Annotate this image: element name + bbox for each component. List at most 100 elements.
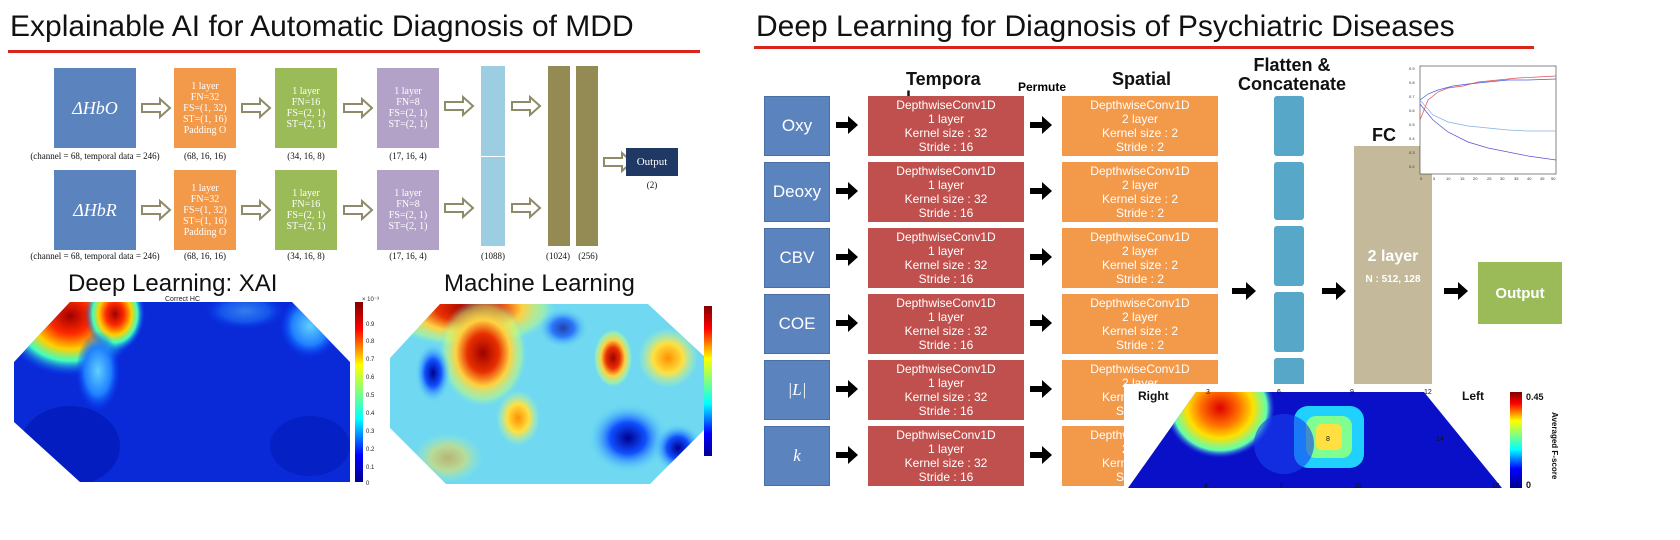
row-arrows (836, 182, 1052, 200)
row-arrows (836, 446, 1052, 464)
curve-val-acc (1419, 78, 1557, 101)
svg-text:0.7: 0.7 (1409, 94, 1415, 99)
layer2-caption: (34, 16, 8) (287, 151, 325, 161)
arrow-icon (241, 98, 271, 118)
xai-map-title: Correct HC (165, 296, 200, 303)
svg-text:15: 15 (1460, 176, 1465, 181)
output-caption: (2) (646, 180, 658, 190)
signal-input-block: Deoxy (764, 162, 830, 222)
svg-text:0.4: 0.4 (1409, 136, 1415, 141)
arrow-icon (1444, 282, 1468, 300)
svg-text:30: 30 (1500, 176, 1505, 181)
arrow-icon (836, 380, 858, 398)
permute-label: Permute (1018, 80, 1067, 94)
curve-train-loss (1419, 103, 1557, 161)
svg-text:20: 20 (1473, 176, 1478, 181)
fc-header: FC (1372, 125, 1396, 145)
fc1-caption: (1024) (546, 251, 570, 261)
arrow-icon (836, 248, 858, 266)
arrow-icon (141, 200, 171, 220)
svg-text:3: 3 (1206, 389, 1210, 396)
svg-text:0.3: 0.3 (1409, 150, 1415, 155)
svg-text:14: 14 (1436, 436, 1444, 443)
layer2-caption: (34, 16, 8) (287, 251, 325, 261)
flatten-segment (1274, 162, 1304, 220)
svg-text:0.8: 0.8 (1409, 80, 1415, 85)
svg-text:0.8: 0.8 (366, 339, 375, 345)
fc2-bar (576, 66, 598, 246)
arrow-icon (836, 116, 858, 134)
output-block: Output (626, 148, 678, 176)
arrow-icon (1030, 248, 1052, 266)
xai-scale-exp: × 10⁻³ (362, 297, 379, 303)
svg-text:0.5: 0.5 (366, 393, 375, 399)
svg-text:45: 45 (1540, 176, 1545, 181)
flatten-segment (1274, 226, 1304, 286)
svg-text:12: 12 (1424, 389, 1432, 396)
input-hbr-block: ΔHbR (54, 170, 136, 250)
curve-val-loss (1419, 99, 1556, 132)
arrow-icon (1030, 116, 1052, 134)
arrow-icon (241, 200, 271, 220)
input-hbo-block: ΔHbO (54, 68, 136, 148)
svg-text:4: 4 (1204, 483, 1208, 490)
svg-text:25: 25 (1487, 176, 1492, 181)
arrow-icon (836, 182, 858, 200)
flatten-header: Flatten & Concatenate (1238, 55, 1347, 94)
arrow-icon (444, 198, 474, 218)
arrow-icon (343, 200, 373, 220)
svg-text:0.1: 0.1 (366, 465, 375, 471)
layer3-caption: (17, 16, 4) (389, 151, 427, 161)
fscore-colorbar (1510, 392, 1522, 488)
svg-text:0.2: 0.2 (1409, 164, 1415, 169)
arrow-icon (1232, 282, 1256, 300)
xai-colorbar (355, 302, 363, 482)
svg-text:10: 10 (1446, 176, 1451, 181)
svg-text:6: 6 (1277, 389, 1281, 396)
ml-topomap (390, 304, 712, 484)
arrow-icon (1030, 380, 1052, 398)
svg-text:0.5: 0.5 (1409, 122, 1415, 127)
svg-text:9: 9 (1350, 389, 1354, 396)
input-caption: (channel = 68, temporal data = 246) (30, 251, 160, 261)
svg-text:10: 10 (1354, 483, 1362, 490)
svg-text:0.4: 0.4 (366, 411, 375, 417)
right-arrows (1232, 282, 1468, 300)
row-arrows (836, 380, 1052, 398)
flatten-segment (1274, 358, 1304, 388)
fscore-topomap: Right Left 3 6 9 12 14 8 4 7 10 15 0.45 … (1124, 384, 1562, 492)
arrow-icon (1030, 446, 1052, 464)
topo-left-label: Left (1462, 389, 1484, 403)
signal-input-block: CBV (764, 228, 830, 288)
fc2-caption: (256) (578, 251, 598, 261)
row-arrows (836, 314, 1052, 332)
right-title-underline (754, 46, 1534, 49)
svg-text:40: 40 (1527, 176, 1532, 181)
arrow-icon (836, 314, 858, 332)
svg-text:0.7: 0.7 (366, 357, 375, 363)
right-panel-title: Deep Learning for Diagnosis of Psychiatr… (756, 10, 1455, 43)
svg-text:50: 50 (1551, 176, 1556, 181)
arrow-icon (444, 96, 474, 116)
concat-divider (481, 156, 505, 157)
spatial-header: Spatial (1112, 69, 1172, 89)
svg-text:15: 15 (1492, 483, 1500, 490)
arrow-icon (343, 98, 373, 118)
signal-input-block: Oxy (764, 96, 830, 156)
concat-caption: (1088) (481, 251, 505, 261)
topo-right-label: Right (1138, 389, 1169, 403)
left-title-underline (8, 50, 700, 53)
svg-text:0.3: 0.3 (366, 429, 375, 435)
svg-text:0: 0 (1420, 176, 1423, 181)
colorbar-min: 0 (1526, 480, 1531, 490)
colorbar-label: Averaged F-score (1550, 412, 1559, 480)
svg-text:0.6: 0.6 (1409, 108, 1415, 113)
